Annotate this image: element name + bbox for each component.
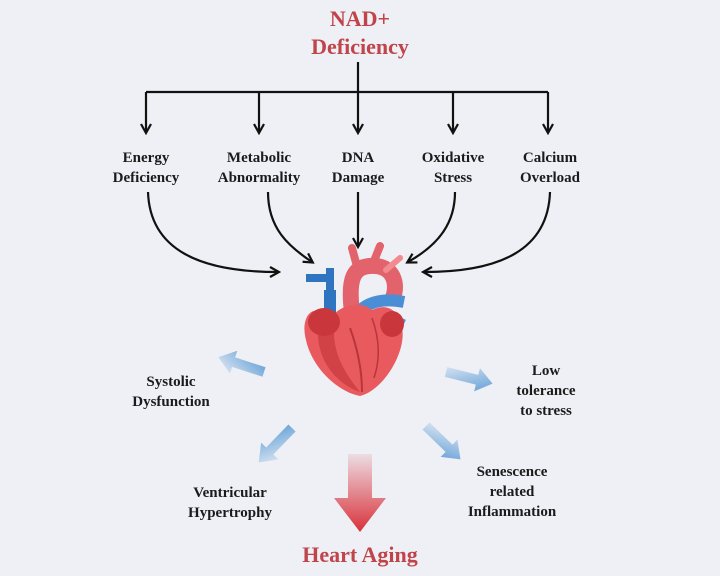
outcome-heart-aging: Heart Aging <box>302 542 418 567</box>
effect-label-line2: Dysfunction <box>132 394 210 410</box>
effect-label-line3: to stress <box>520 403 572 419</box>
effect-label-line1: Systolic <box>146 374 196 390</box>
heart-icon <box>304 242 406 396</box>
diagram-title-line1: NAD+ <box>329 6 391 31</box>
cause-calcium-overload: Calcium Overload <box>500 148 600 188</box>
cause-oxidative-stress: Oxidative Stress <box>403 148 503 188</box>
effect-senescence-inflammation: Senescence related Inflammation <box>456 462 568 522</box>
effect-label-line1: Ventricular <box>193 485 267 501</box>
effect-label-line1: Senescence <box>476 464 548 480</box>
cause-label-line2: Stress <box>433 170 473 186</box>
cause-label-line1: Calcium <box>522 150 578 166</box>
cause-metabolic-abnormality: Metabolic Abnormality <box>200 148 318 188</box>
down-arrow <box>334 454 386 532</box>
cause-label-line1: DNA <box>341 150 375 166</box>
cause-label-line2: Damage <box>331 170 385 186</box>
cause-label-line2: Deficiency <box>112 170 180 186</box>
cause-energy-deficiency: Energy Deficiency <box>96 148 196 188</box>
effect-systolic-dysfunction: Systolic Dysfunction <box>116 372 226 412</box>
cause-label-line2: Abnormality <box>217 170 301 186</box>
effect-arrows <box>218 350 493 463</box>
cause-dna-damage: DNA Damage <box>316 148 400 188</box>
effect-label-line2: tolerance <box>516 383 576 399</box>
effect-label-line2: Hypertrophy <box>188 505 272 521</box>
cause-label-line1: Metabolic <box>226 150 292 166</box>
cause-label-line2: Overload <box>520 170 580 186</box>
cause-label-line1: Energy <box>122 150 170 166</box>
diagram-title-line2: Deficiency <box>311 34 409 59</box>
effect-label-line2: related <box>489 484 535 500</box>
effect-label-line1: Low <box>531 363 561 379</box>
effect-low-tolerance: Low tolerance to stress <box>496 361 596 421</box>
effect-label-line3: Inflammation <box>467 504 557 520</box>
effect-ventricular-hypertrophy: Ventricular Hypertrophy <box>170 483 290 523</box>
cause-label-line1: Oxidative <box>421 150 485 166</box>
